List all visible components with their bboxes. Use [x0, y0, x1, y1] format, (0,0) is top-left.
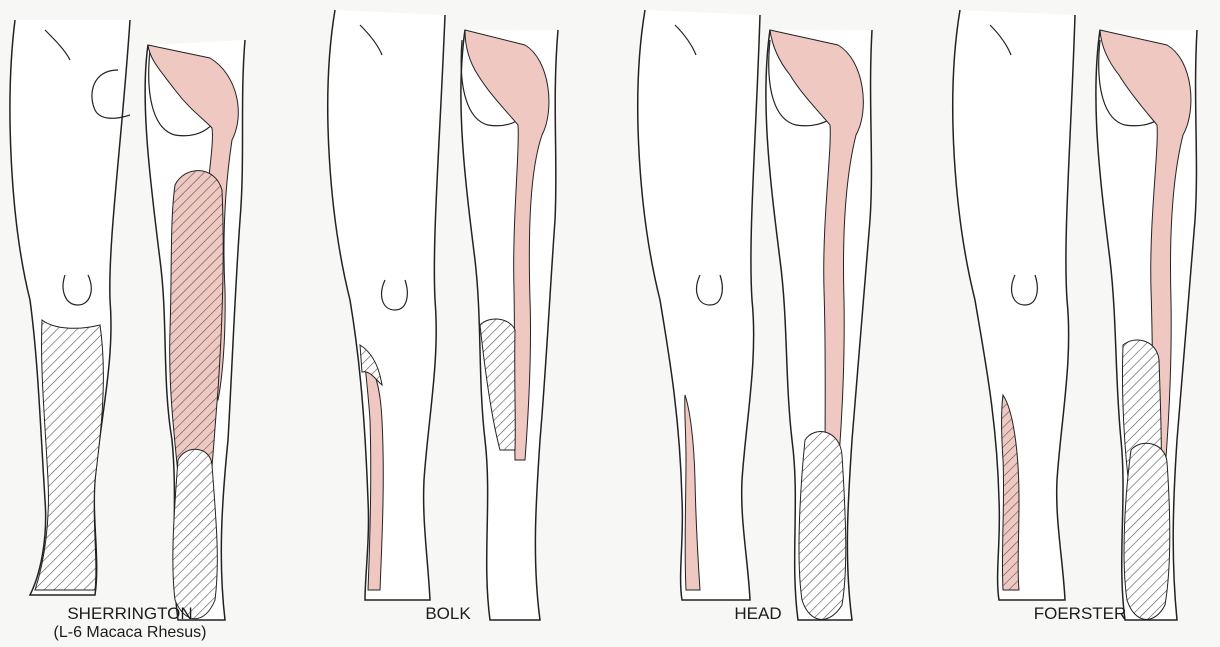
label-bolk: BOLK [408, 604, 488, 624]
label-foerster: FOERSTER [1025, 604, 1135, 624]
panel-bolk [328, 10, 558, 620]
label-head: HEAD [718, 604, 798, 624]
panel-title: SHERRINGTON [67, 604, 192, 623]
panel-head [638, 10, 872, 620]
panel-title: HEAD [734, 604, 781, 623]
label-sherrington: SHERRINGTON (L-6 Macaca Rhesus) [50, 604, 210, 642]
heel-hatched [1124, 443, 1170, 619]
panel-foerster [953, 10, 1197, 620]
panel-title: FOERSTER [1034, 604, 1127, 623]
heel-hatched [799, 432, 846, 620]
front-leg-outline [328, 10, 445, 600]
heel-hatched [173, 449, 217, 618]
panel-sherrington [10, 20, 245, 620]
panel-subtitle: (L-6 Macaca Rhesus) [50, 624, 210, 642]
panel-title: BOLK [425, 604, 470, 623]
front-leg-outline [638, 10, 760, 600]
